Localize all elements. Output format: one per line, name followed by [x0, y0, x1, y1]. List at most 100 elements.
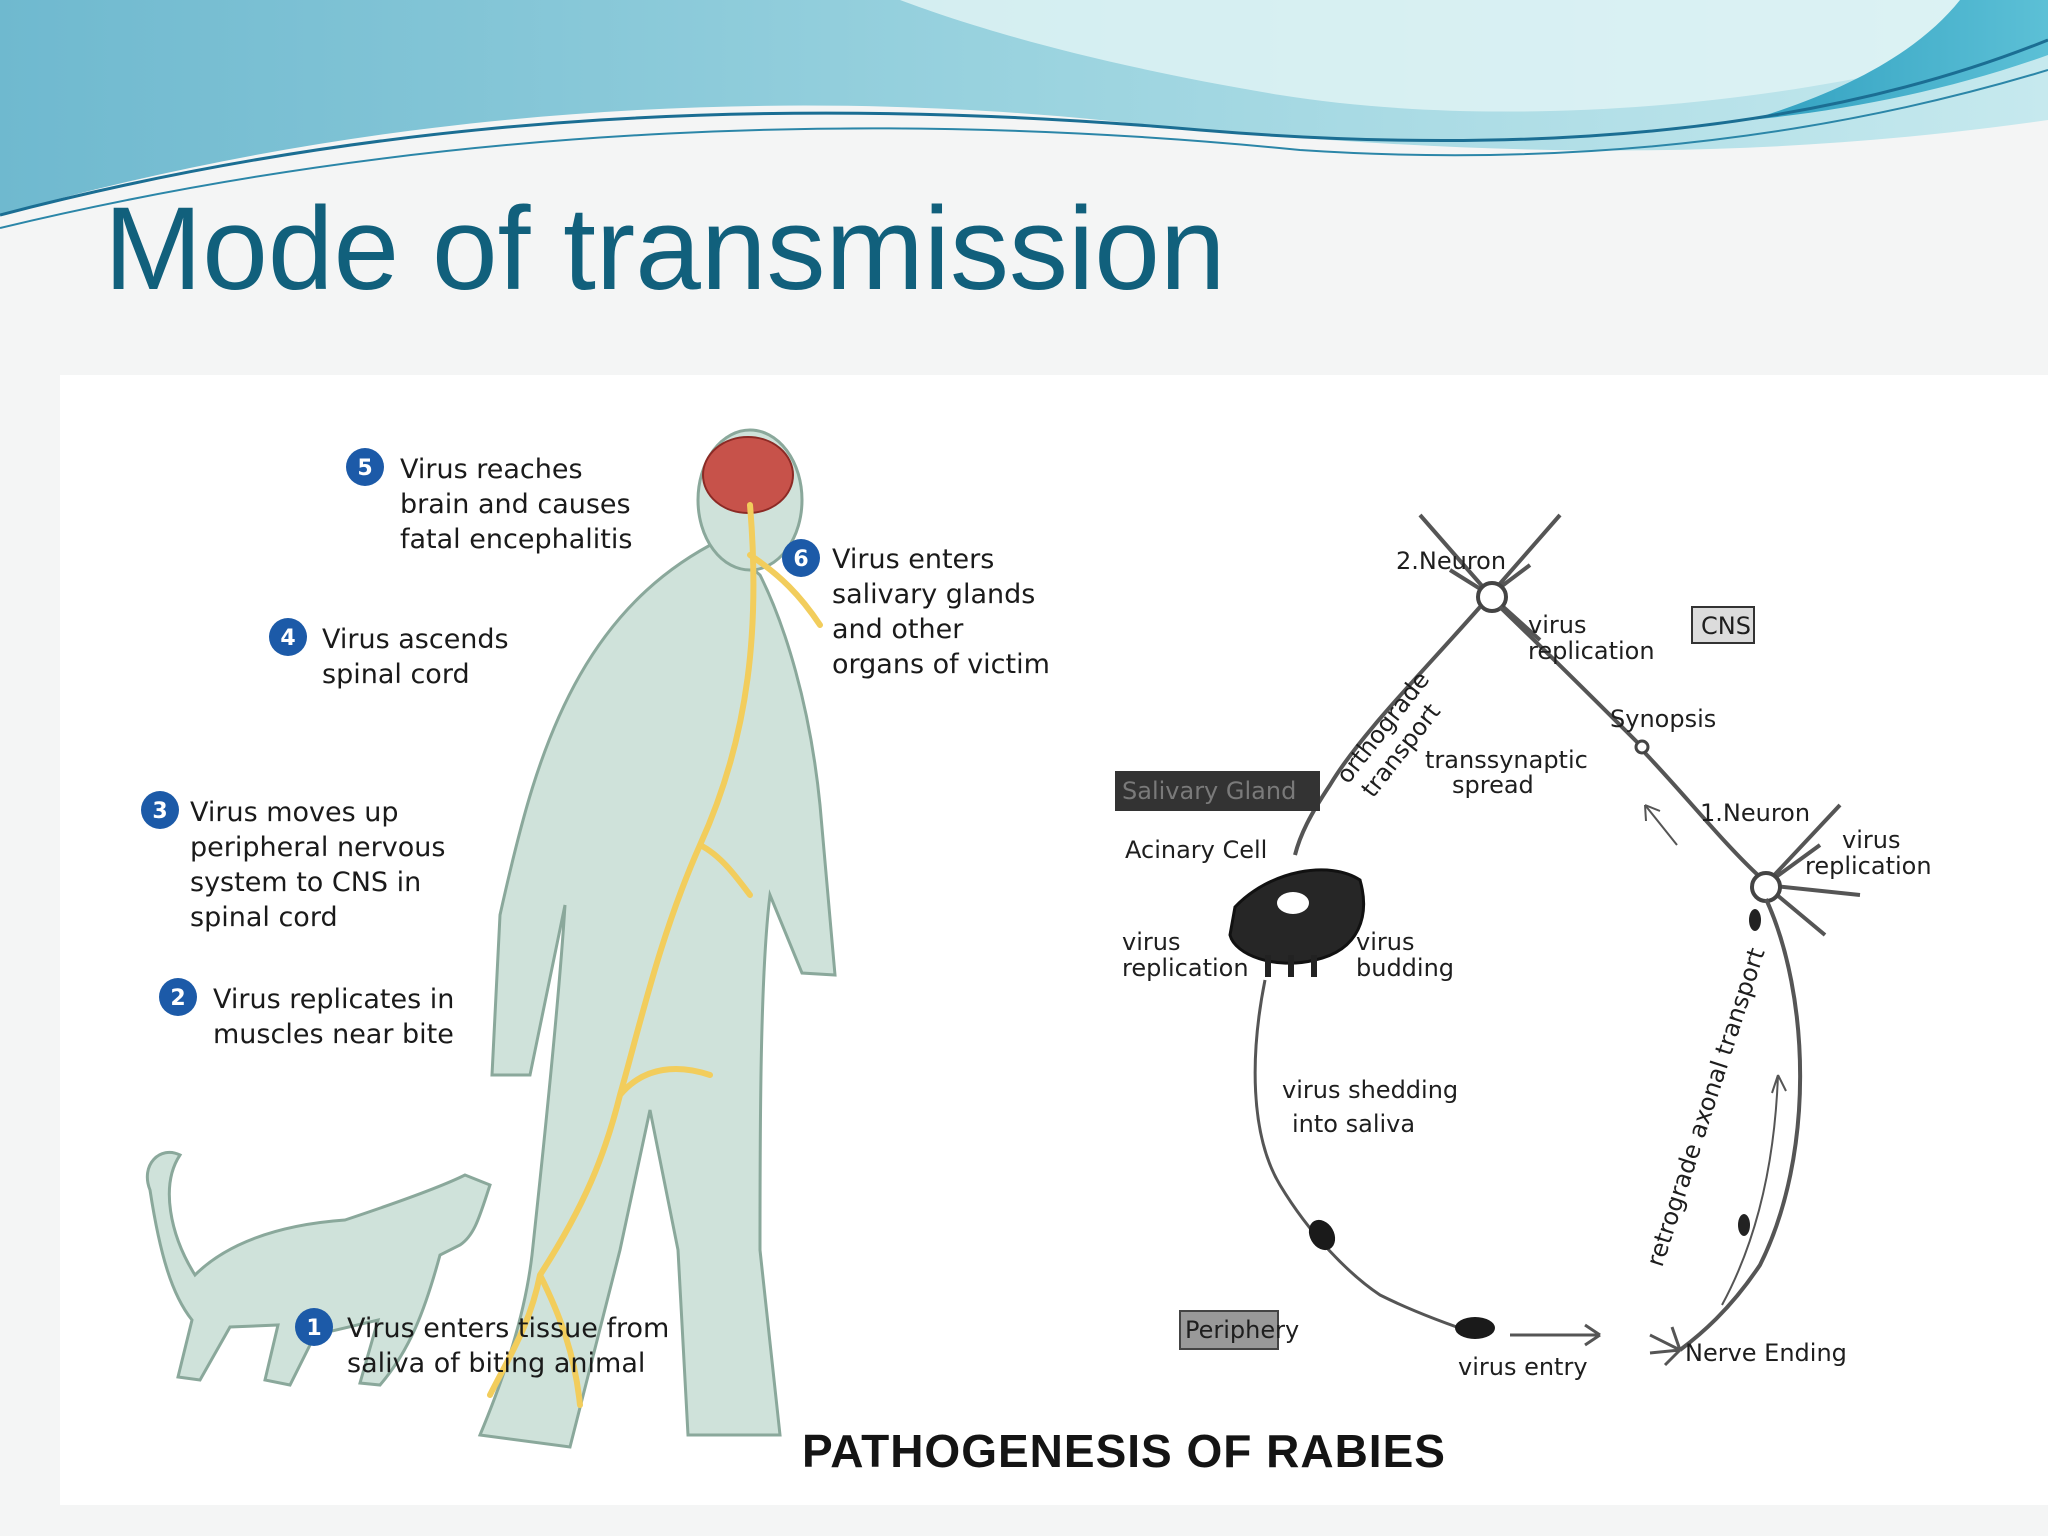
neuron-2-soma	[1476, 581, 1508, 613]
header-wave-decoration	[0, 0, 2048, 229]
acinary-cell	[1228, 868, 1365, 965]
budding-stalk-3	[1311, 955, 1317, 977]
label-transsynaptic-2: spread	[1452, 771, 1534, 799]
step-1-line-2: saliva of biting animal	[347, 1348, 645, 1379]
step-5-line-1: Virus reaches	[400, 454, 583, 485]
dog-body	[145, 1151, 492, 1387]
human-body	[477, 538, 837, 1449]
step-4-badge	[269, 618, 307, 656]
step-3-badge	[141, 791, 179, 829]
retrograde-virion-1	[1749, 909, 1761, 931]
label-cns: CNS	[1701, 612, 1751, 640]
step-5-badge	[346, 448, 384, 486]
retrograde-arrow-line	[1721, 1074, 1787, 1306]
label-virus-replication-top-2: replication	[1528, 637, 1655, 665]
content-panel: 5 Virus reaches brain and causes fatal e…	[60, 375, 2048, 1505]
synapse-marker	[1634, 739, 1650, 755]
shed-virion-1	[1308, 1219, 1336, 1251]
nerve-ending	[1649, 1326, 1682, 1367]
label-retrograde: retrograde axonal transport	[1641, 945, 1771, 1270]
step-4-line-1: Virus ascends	[322, 624, 509, 655]
wave-line-2	[0, 69, 2048, 229]
rabies-cycle-diagram	[1228, 513, 1861, 1367]
budding-stalk-2	[1288, 955, 1294, 977]
dog-figure	[145, 1151, 492, 1387]
step-5-line-3: fatal encephalitis	[400, 524, 632, 555]
step-5-number: 5	[357, 456, 372, 481]
neuron-2-to-synapse	[1498, 605, 1640, 745]
label-nerve-ending: Nerve Ending	[1685, 1339, 1847, 1367]
label-acinary-cell: Acinary Cell	[1125, 836, 1267, 864]
label-virus-shedding-1: virus shedding	[1282, 1076, 1458, 1104]
neuron-2	[1418, 513, 1562, 642]
step-3-number: 3	[152, 799, 167, 824]
label-virus-budding-2: budding	[1356, 954, 1454, 982]
step-2-badge	[159, 978, 197, 1016]
step-4: 4 Virus ascends spinal cord	[269, 618, 509, 690]
step-3-line-3: system to CNS in	[190, 867, 421, 898]
label-synapsis: Synopsis	[1610, 705, 1716, 733]
brain	[702, 436, 794, 514]
step-5: 5 Virus reaches brain and causes fatal e…	[346, 448, 632, 555]
nerve-pathway	[487, 502, 823, 1408]
wave-highlight	[900, 0, 2048, 112]
label-virus-replication-top-1: virus	[1528, 611, 1586, 639]
retrograde-axon	[1678, 898, 1803, 1352]
label-salivary-gland: Salivary Gland	[1122, 777, 1296, 805]
cns-box	[1691, 606, 1755, 644]
figure-caption: PATHOGENESIS OF RABIES	[802, 1425, 1446, 1477]
orthograde-axon	[1293, 605, 1482, 856]
step-3: 3 Virus moves up peripheral nervous syst…	[141, 791, 445, 933]
label-virus-entry: virus entry	[1458, 1353, 1588, 1381]
step-6-badge	[782, 539, 820, 577]
human-figure	[477, 428, 837, 1449]
shed-virion-2	[1455, 1317, 1495, 1339]
step-1: 1 Virus enters tissue from saliva of bit…	[295, 1308, 669, 1379]
step-3-line-1: Virus moves up	[190, 797, 399, 828]
label-transsynaptic-1: transsynaptic	[1425, 746, 1588, 774]
step-1-line-1: Virus enters tissue from	[347, 1313, 669, 1344]
step-6: 6 Virus enters salivary glands and other…	[782, 539, 1050, 680]
step-6-number: 6	[793, 547, 808, 572]
retrograde-virion-2	[1738, 1214, 1750, 1236]
step-4-line-2: spinal cord	[322, 659, 470, 690]
salivary-gland-box	[1115, 771, 1320, 811]
label-virus-replication-cell-2: replication	[1122, 954, 1249, 982]
label-virus-replication-right-1: virus	[1842, 826, 1900, 854]
label-neuron-2: 2.Neuron	[1396, 547, 1506, 575]
step-6-line-3: and other	[832, 614, 964, 645]
neuron-1-dendrites	[1763, 803, 1861, 937]
acinary-cell-nucleus	[1277, 892, 1309, 914]
step-3-line-2: peripheral nervous	[190, 832, 445, 863]
step-4-number: 4	[280, 626, 295, 651]
label-neuron-1: 1.Neuron	[1700, 799, 1810, 827]
periphery-box	[1179, 1310, 1279, 1350]
transsynaptic-arrow	[1644, 804, 1678, 846]
neuron-2-dendrites	[1418, 513, 1562, 642]
step-6-line-1: Virus enters	[832, 544, 994, 575]
step-3-line-4: spinal cord	[190, 902, 338, 933]
neuron-1	[1750, 803, 1861, 937]
shedding-path	[1253, 979, 1481, 1337]
step-2-line-2: muscles near bite	[213, 1019, 454, 1050]
step-1-badge	[295, 1308, 333, 1346]
step-1-number: 1	[306, 1316, 321, 1341]
step-6-line-4: organs of victim	[832, 649, 1050, 680]
pathogenesis-illustration: 5 Virus reaches brain and causes fatal e…	[141, 428, 1932, 1449]
neuron-1-soma	[1750, 871, 1782, 903]
synapse-to-neuron-1	[1643, 751, 1762, 879]
step-5-line-2: brain and causes	[400, 489, 631, 520]
wave-line-1	[0, 38, 2048, 217]
step-2-number: 2	[170, 986, 185, 1011]
virus-entry-arrow	[1510, 1323, 1601, 1347]
wave-front	[1700, 0, 2048, 120]
label-virus-replication-cell-1: virus	[1122, 928, 1180, 956]
label-periphery: Periphery	[1185, 1316, 1299, 1344]
slide-title: Mode of transmission	[104, 183, 1226, 315]
label-virus-replication-right-2: replication	[1805, 852, 1932, 880]
budding-stalk-1	[1265, 955, 1271, 977]
step-2: 2 Virus replicates in muscles near bite	[159, 978, 454, 1050]
label-virus-budding-1: virus	[1356, 928, 1414, 956]
label-virus-shedding-2: into saliva	[1292, 1110, 1415, 1138]
